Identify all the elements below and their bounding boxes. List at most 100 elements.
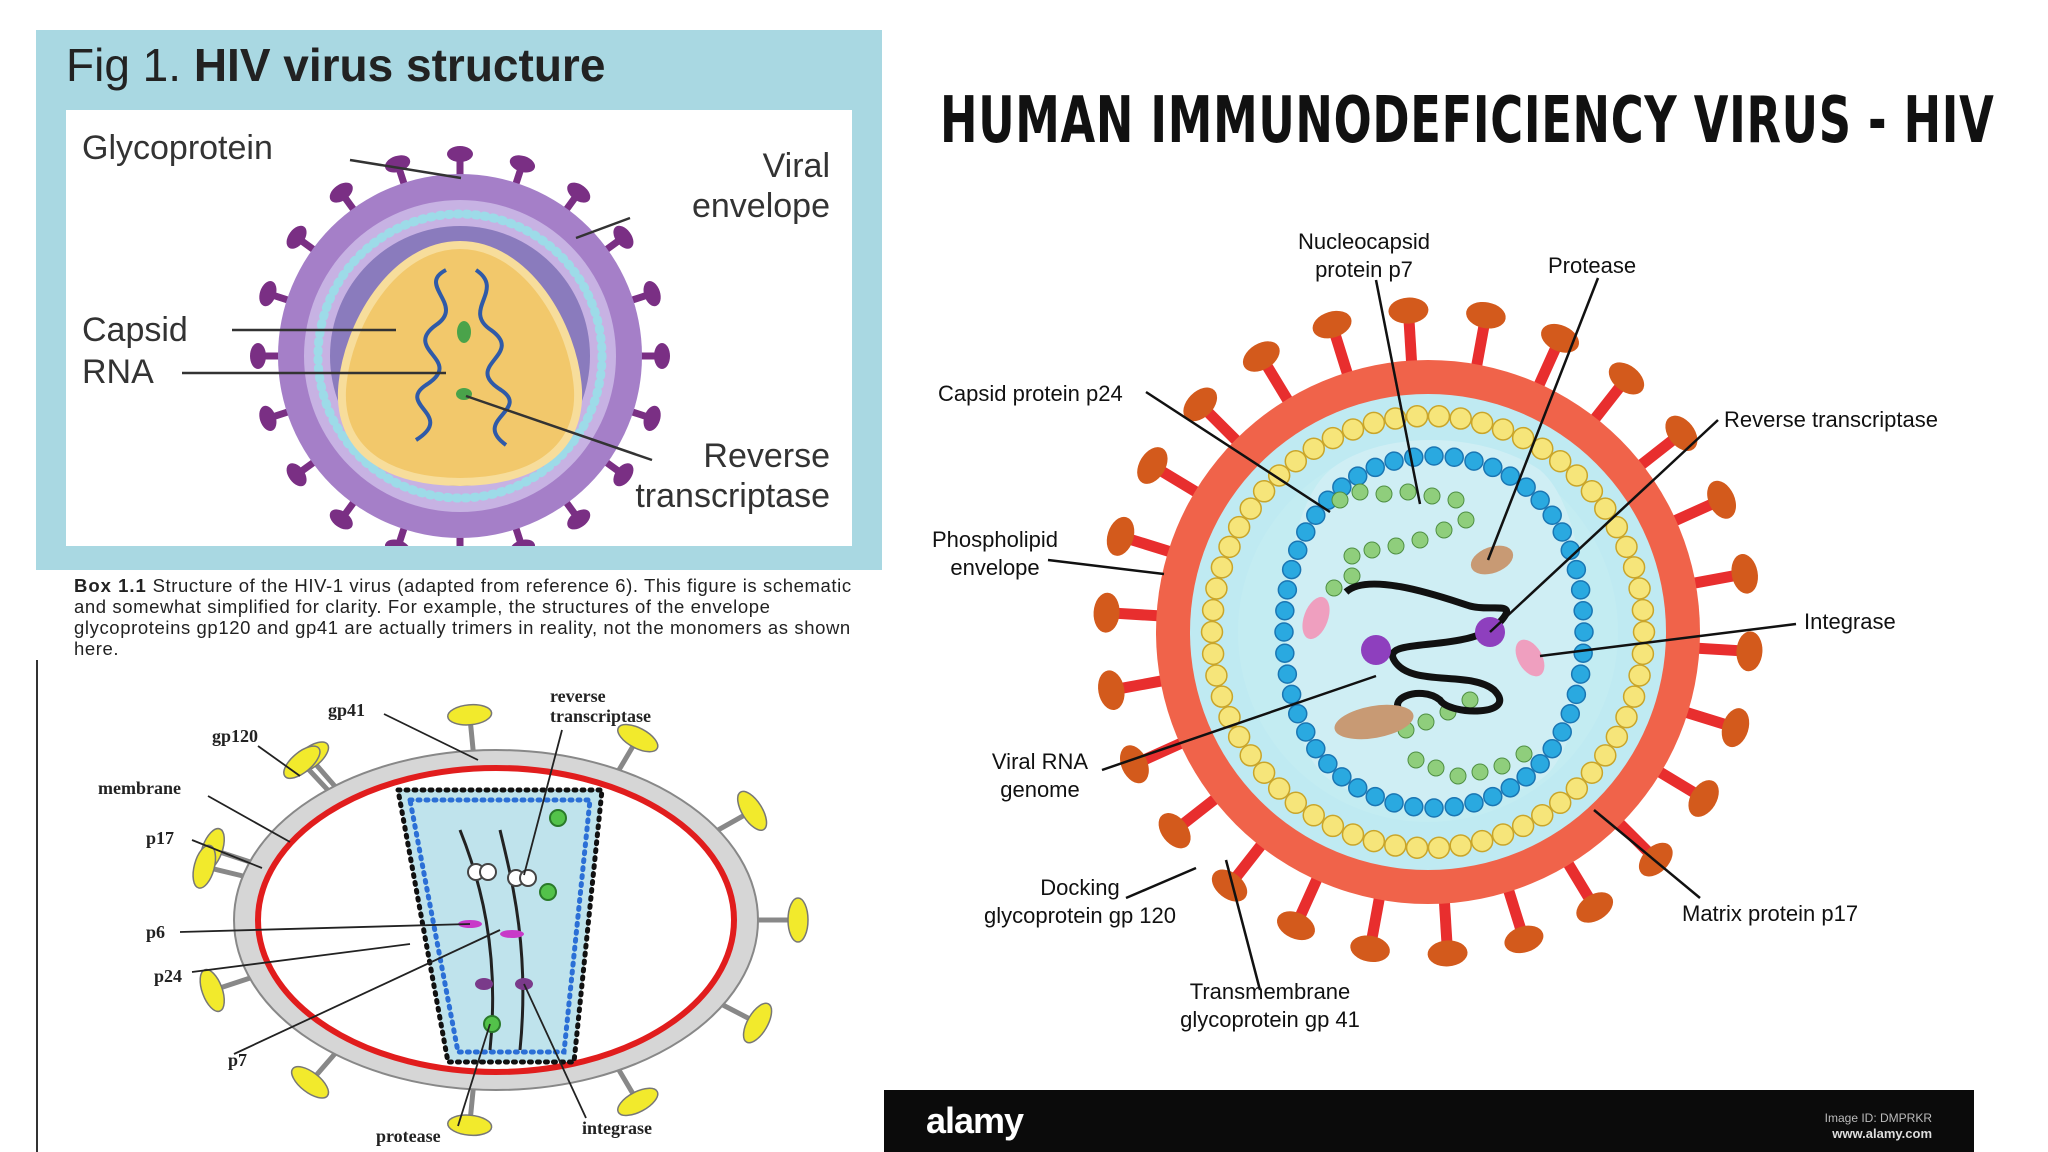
hiv-capsid-bead — [1500, 466, 1521, 486]
fig1-spike-head — [384, 155, 411, 173]
hiv-capsid-bead — [1530, 490, 1550, 511]
hiv-spike-head — [1242, 341, 1280, 372]
hiv-nucleocapsid-bead — [1343, 567, 1361, 585]
hiv-interior — [1238, 442, 1618, 822]
fig1-label-rna: RNA — [82, 353, 154, 391]
box-caption-label: Box 1.1 — [74, 575, 147, 596]
hiv-label-phospholipid-2: envelope — [950, 555, 1040, 580]
hiv-capsid-bead — [1424, 446, 1444, 466]
hiv-matrix-bead — [1284, 791, 1308, 815]
hiv-capsid-bead — [1464, 793, 1484, 813]
hiv-label-docking-1: Docking — [1040, 875, 1120, 900]
hiv-line-protease — [1486, 277, 1600, 561]
fig1-title: Fig 1. HIV virus structure — [66, 38, 605, 92]
hiv-nucleocapsid-bead — [1325, 579, 1343, 597]
fig1-matrix-dots — [313, 209, 607, 503]
hiv-capsid-bead — [1566, 559, 1587, 580]
hiv-spike-stalk — [1118, 531, 1180, 560]
hiv-spike-stalk — [1585, 375, 1631, 430]
hiv-matrix-bead — [1615, 535, 1638, 559]
hiv-matrix-bead — [1205, 664, 1228, 687]
hiv-spike-head — [1312, 310, 1352, 339]
hiv-capsid-bead — [1275, 643, 1295, 663]
fig1-label-capsid: Capsid — [82, 311, 188, 349]
hiv-matrix-bead — [1548, 791, 1572, 815]
hiv-matrix-bead — [1267, 777, 1291, 800]
hiv-label-reverse-transcriptase: Reverse transcriptase — [1724, 407, 1938, 432]
hiv-spike-head — [1721, 708, 1750, 748]
hiv-capsid-bead — [1530, 753, 1550, 774]
hiv-matrix-bead — [1239, 744, 1262, 767]
hiv-label-phospholipid-1: Phospholipid — [932, 527, 1058, 552]
hiv-nucleocapsid-bead — [1397, 721, 1415, 739]
hiv-matrix-bead — [1631, 598, 1655, 622]
schematic-label-transcriptase: transcriptase — [550, 706, 651, 726]
hiv-nucleocapsid-bead — [1435, 521, 1453, 539]
box-caption-text: Structure of the HIV-1 virus (adapted fr… — [74, 575, 852, 659]
fig1-spike-head — [613, 225, 634, 249]
hiv-capsid-bead — [1444, 796, 1464, 817]
fig1-diagram-area: Glycoprotein Viral envelope Capsid RNA R… — [66, 110, 852, 546]
hiv-nucleocapsid-bead — [1399, 483, 1417, 501]
hiv-matrix-bead — [1628, 664, 1651, 687]
hiv-spike-head — [1541, 323, 1580, 353]
hiv-label-matrix: Matrix protein p17 — [1682, 901, 1859, 926]
schematic-label-gp120: gp120 — [212, 726, 259, 746]
hiv-capsid-bead — [1483, 457, 1503, 478]
hiv-matrix-bead — [1321, 426, 1345, 450]
schematic-label-reverse: reverse — [550, 686, 606, 706]
hiv-capsid-bead — [1542, 505, 1562, 526]
hiv-matrix-bead — [1449, 834, 1472, 857]
hiv-label-transmembrane-1: Transmembrane — [1189, 979, 1351, 1004]
hiv-matrix-bead — [1384, 407, 1407, 430]
hiv-capsid-bead — [1570, 580, 1591, 600]
hiv-spike-stalk — [1630, 428, 1685, 475]
hiv-matrix-bead — [1321, 814, 1345, 838]
alamy-image-id: Image ID: DMPRKR — [1824, 1111, 1932, 1125]
hiv-capsid-bead — [1500, 778, 1521, 798]
hiv-capsid-bead — [1287, 540, 1308, 560]
hiv-nucleocapsid-bead — [1351, 483, 1369, 501]
schematic-label-p7: p7 — [228, 1050, 248, 1070]
hiv-spike-stalk — [1676, 704, 1738, 733]
hiv-matrix-bead — [1210, 556, 1234, 579]
hiv-label-viral-rna-2: genome — [1000, 777, 1080, 802]
hiv-nucleocapsid-bead — [1411, 531, 1429, 549]
hiv-matrix-bead — [1200, 620, 1224, 644]
hiv-capsid-bead — [1318, 753, 1338, 774]
hiv-capsid-bead — [1404, 796, 1424, 817]
hiv-matrix-bead — [1227, 515, 1251, 539]
hiv-nucleocapsid-bead — [1439, 703, 1457, 721]
alamy-url: www.alamy.com — [1832, 1126, 1932, 1141]
hiv-spike-stalk — [1500, 880, 1530, 942]
fig1-spike-head — [329, 509, 353, 530]
fig1-label-viral: Viral — [762, 147, 830, 185]
hiv-matrix-bead — [1470, 829, 1494, 853]
fig1-protein-1 — [457, 321, 471, 343]
hiv-spike-stalk — [1530, 336, 1566, 396]
hiv-spike-stalk — [1558, 853, 1600, 911]
hiv-label-nucleocapsid-1: Nucleocapsid — [1297, 229, 1431, 254]
hiv-matrix-bead — [1201, 642, 1225, 666]
hiv-capsid-bead — [1332, 477, 1352, 497]
hiv-capsid-bead — [1560, 704, 1581, 724]
hiv-capsid-bead — [1384, 793, 1404, 813]
hiv-matrix-bead — [1362, 411, 1386, 435]
fig1-spike-head — [509, 539, 536, 546]
hiv-capsid-fill — [1285, 440, 1585, 807]
hiv-spike-head — [1638, 842, 1673, 877]
fig1-spike-head — [286, 225, 307, 249]
hiv-spike-stalk — [1402, 310, 1418, 371]
hiv-matrix-bead — [1605, 515, 1629, 539]
hiv-nucleocapsid-beads — [1325, 483, 1533, 785]
hiv-capsid-bead — [1542, 738, 1562, 759]
hiv-matrix-bead — [1427, 405, 1451, 428]
box-caption: Box 1.1 Structure of the HIV-1 virus (ad… — [74, 575, 854, 659]
hiv-capsid-bead — [1404, 447, 1424, 468]
hiv-capsid-bead — [1281, 559, 1302, 580]
alamy-watermark-bar: alamy Image ID: DMPRKR www.alamy.com — [884, 1090, 1974, 1152]
hiv-capsid-bead — [1483, 786, 1503, 807]
hiv-spike-stalk — [1225, 834, 1271, 889]
schematic-label-integrase: integrase — [582, 1118, 652, 1138]
hiv-matrix-bead — [1594, 744, 1617, 767]
